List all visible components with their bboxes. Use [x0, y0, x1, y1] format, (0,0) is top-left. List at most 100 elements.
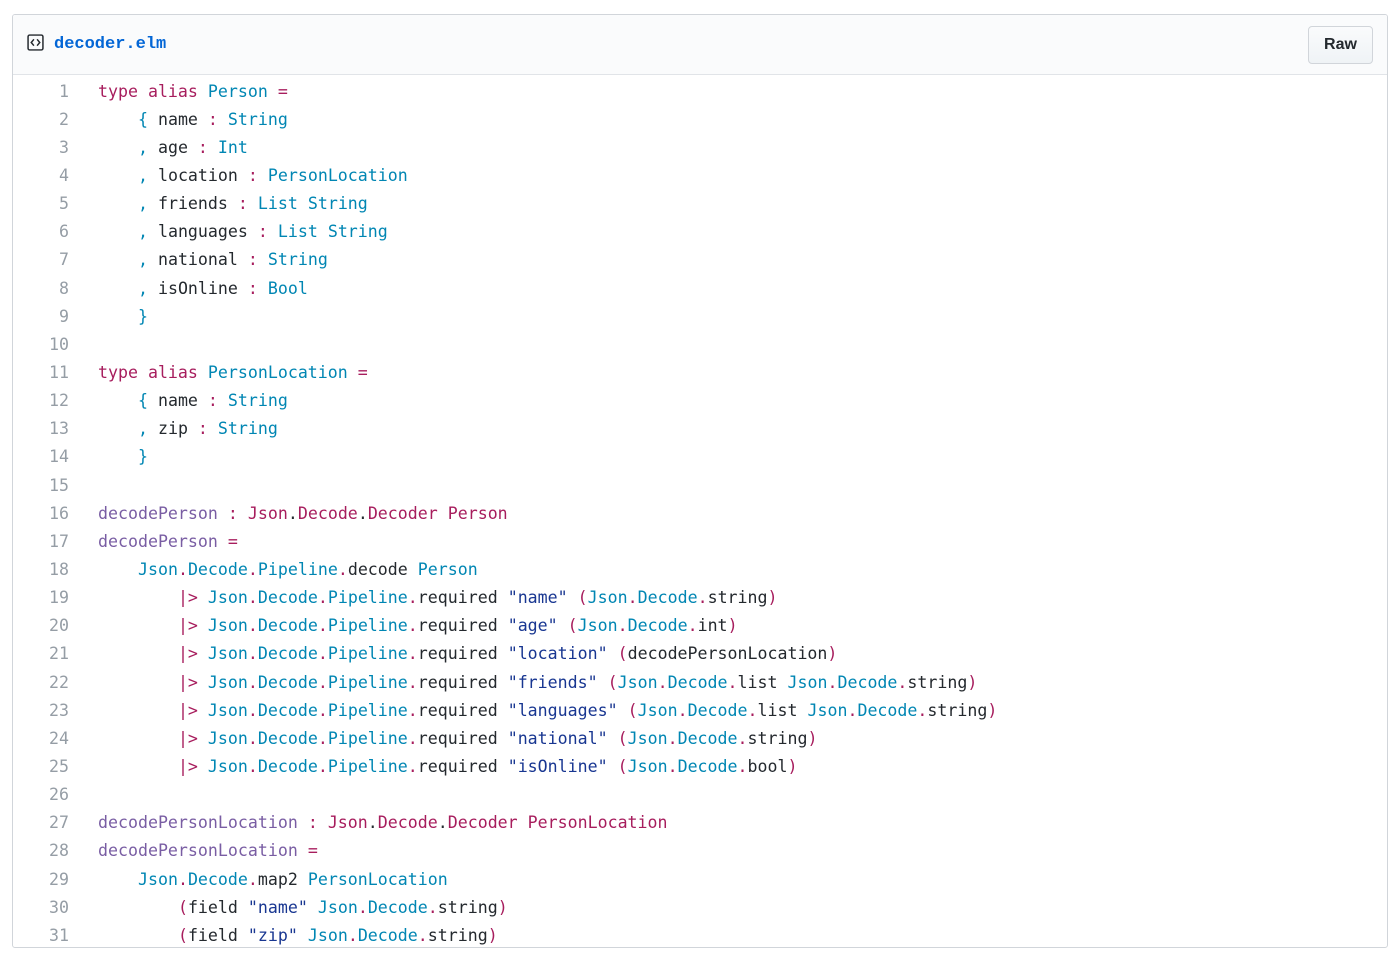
- code-token: (: [177, 925, 188, 945]
- code-token: .: [627, 588, 638, 608]
- code-token: :: [197, 419, 208, 439]
- code-token: required: [417, 588, 508, 608]
- line-number[interactable]: 17: [49, 531, 69, 551]
- line-number[interactable]: 13: [49, 419, 69, 439]
- code-token: Decode: [677, 728, 738, 748]
- code-token: "friends": [507, 672, 598, 692]
- code-token: |>: [177, 728, 198, 748]
- line-number[interactable]: 6: [59, 222, 69, 242]
- code-token: ): [807, 728, 818, 748]
- code-token: (: [607, 672, 618, 692]
- code-token: Decode: [257, 672, 318, 692]
- code-token: map2: [257, 869, 308, 889]
- code-token: Json: [787, 672, 828, 692]
- code-token: Decode: [627, 616, 688, 636]
- code-token: bool: [747, 756, 788, 776]
- code-token: ): [787, 756, 798, 776]
- code-token: Decode: [257, 616, 318, 636]
- line-number[interactable]: 31: [49, 925, 69, 945]
- code-token: [98, 250, 138, 269]
- code-token: :: [257, 222, 268, 242]
- code-token: Pipeline: [327, 672, 408, 692]
- code-token: .: [177, 559, 188, 579]
- code-token: .: [407, 672, 418, 692]
- code-token: .: [737, 756, 748, 776]
- code-token: :: [247, 250, 258, 270]
- code-token: [208, 138, 218, 157]
- code-token: required: [417, 700, 508, 720]
- code-line: 12 { name : String: [13, 387, 1387, 415]
- line-number[interactable]: 7: [59, 250, 69, 270]
- line-number[interactable]: 12: [49, 391, 69, 411]
- code-content: }: [69, 307, 148, 326]
- code-content: |> Json.Decode.Pipeline.required "langua…: [69, 701, 997, 720]
- code-line: 7 , national : String: [13, 246, 1387, 274]
- line-number[interactable]: 14: [49, 447, 69, 467]
- line-number[interactable]: 27: [49, 813, 69, 833]
- code-line: 2 { name : String: [13, 105, 1387, 133]
- code-token: [98, 757, 178, 776]
- code-token: Decode: [357, 925, 418, 945]
- line-number[interactable]: 21: [49, 644, 69, 664]
- code-content: , isOnline : Bool: [69, 279, 308, 298]
- line-number[interactable]: 5: [59, 194, 69, 214]
- code-token: "zip": [247, 925, 298, 945]
- code-token: :: [197, 137, 208, 157]
- code-line: 6 , languages : List String: [13, 218, 1387, 246]
- line-number[interactable]: 4: [59, 165, 69, 185]
- line-number[interactable]: 26: [49, 785, 69, 805]
- code-token: .: [437, 813, 448, 833]
- code-line: 22 |> Json.Decode.Pipeline.required "fri…: [13, 668, 1387, 696]
- code-token: Decode: [367, 897, 428, 917]
- code-token: |>: [177, 672, 198, 692]
- code-token: .: [897, 672, 908, 692]
- file-name-link[interactable]: decoder.elm: [54, 35, 167, 54]
- line-number[interactable]: 9: [59, 306, 69, 326]
- code-token: .: [917, 700, 928, 720]
- line-number[interactable]: 30: [49, 897, 69, 917]
- line-number[interactable]: 28: [49, 841, 69, 861]
- line-number[interactable]: 1: [59, 81, 69, 101]
- line-number[interactable]: 22: [49, 672, 69, 692]
- code-token: :: [247, 278, 258, 298]
- line-number[interactable]: 18: [49, 559, 69, 579]
- line-number[interactable]: 16: [49, 503, 69, 523]
- code-token: .: [687, 616, 698, 636]
- code-token: required: [417, 728, 508, 748]
- code-token: [598, 673, 608, 692]
- line-number[interactable]: 10: [49, 334, 69, 354]
- code-token: field: [187, 925, 248, 945]
- code-token: [98, 110, 138, 129]
- line-number[interactable]: 3: [59, 137, 69, 157]
- line-number[interactable]: 11: [49, 362, 69, 382]
- line-number[interactable]: 23: [49, 700, 69, 720]
- code-line: 14 }: [13, 443, 1387, 471]
- code-token: [218, 504, 228, 523]
- code-token: =: [227, 531, 238, 551]
- code-token: [98, 166, 138, 185]
- code-token: String: [227, 391, 288, 411]
- line-number[interactable]: 8: [59, 278, 69, 298]
- line-number[interactable]: 24: [49, 728, 69, 748]
- line-number[interactable]: 19: [49, 588, 69, 608]
- code-token: [208, 419, 218, 438]
- raw-button[interactable]: Raw: [1308, 26, 1373, 64]
- code-token: [348, 363, 358, 382]
- line-number[interactable]: 25: [49, 756, 69, 776]
- code-token: decode: [347, 559, 418, 579]
- code-token: Decode: [257, 588, 318, 608]
- line-number[interactable]: 2: [59, 109, 69, 129]
- line-number[interactable]: 15: [49, 475, 69, 495]
- line-number[interactable]: 20: [49, 616, 69, 636]
- code-token: .: [247, 588, 258, 608]
- code-token: [248, 194, 258, 213]
- code-token: .: [247, 728, 258, 748]
- code-token: location: [147, 165, 248, 185]
- code-token: [198, 644, 208, 663]
- code-token: =: [277, 81, 288, 101]
- line-number[interactable]: 29: [49, 869, 69, 889]
- code-token: String: [227, 109, 288, 129]
